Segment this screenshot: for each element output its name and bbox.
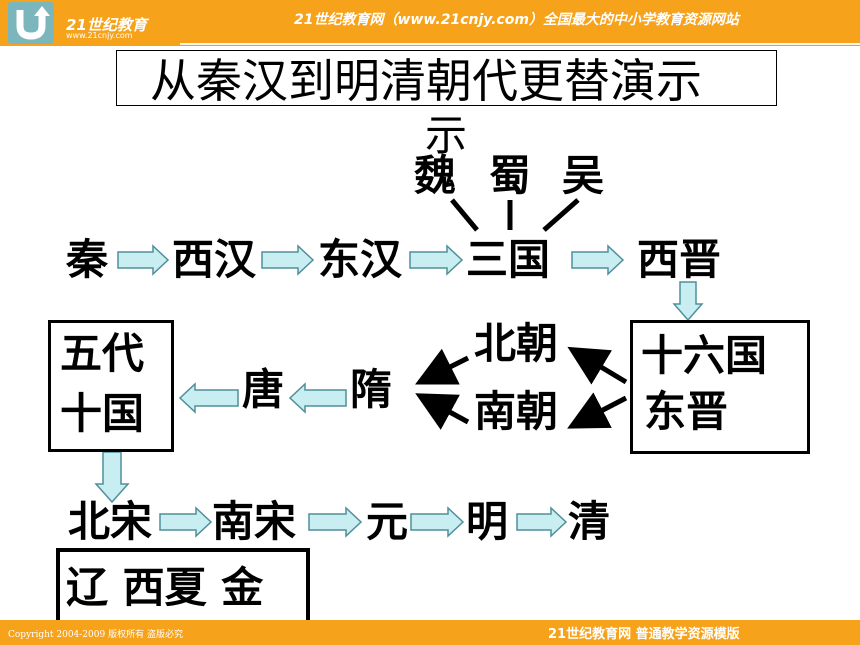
arrow-sui-tang [288, 382, 347, 414]
header-bar [0, 0, 860, 46]
arrow-dongjin-nanchao [567, 392, 628, 429]
node-sanguo: 三国 [466, 235, 551, 284]
node-beisong: 北宋 [68, 497, 153, 546]
arrow-wudai-beisong [94, 451, 130, 504]
node-liao-xixia-jin: 辽 西夏 金 [66, 563, 264, 612]
box-shiliuguo-dongjin [630, 320, 810, 454]
node-ming: 明 [466, 497, 509, 546]
footer-copyright: Copyright 2004-2009 版权所有 盗版必究 [8, 630, 183, 640]
node-wei: 魏 [414, 151, 457, 200]
node-shiguo: 十国 [60, 389, 145, 438]
node-nansong: 南宋 [212, 497, 297, 546]
connector-wei [450, 198, 479, 232]
node-qing: 清 [568, 497, 611, 546]
home-button[interactable] [8, 2, 54, 44]
header-tagline: 21世纪教育网（www.21cnjy.com）全国最大的中小学教育资源网站 [294, 12, 739, 28]
arrow-sanguo-xijin [571, 244, 625, 276]
connector-wu [542, 198, 580, 232]
node-dongjin: 东晋 [644, 387, 729, 436]
arrow-donghan-sanguo [409, 244, 464, 276]
arrow-xijin-shiliuguo [672, 281, 704, 322]
node-nanchao: 南朝 [474, 387, 559, 436]
arrow-yuan-ming [410, 506, 465, 538]
site-logo: 21世纪教育 [66, 16, 147, 34]
title-overflow: 示 [425, 111, 468, 160]
arrow-beichao-sui [415, 348, 470, 385]
arrow-ming-qing [516, 506, 568, 538]
node-tang: 唐 [242, 365, 285, 414]
node-qin: 秦 [66, 235, 109, 284]
node-xijin: 西晋 [637, 235, 722, 284]
arrow-xihan-donghan [261, 244, 315, 276]
node-wu: 吴 [562, 151, 605, 200]
page-title: 从秦汉到明清朝代更替演示 [150, 54, 702, 108]
node-shiliuguo: 十六国 [641, 331, 768, 380]
node-donghan: 东汉 [318, 235, 403, 284]
arrow-beisong-nansong [159, 506, 213, 538]
footer-bar [0, 620, 860, 645]
arrow-nansong-yuan [308, 506, 363, 538]
node-beichao: 北朝 [474, 319, 559, 368]
title-box [116, 50, 777, 106]
arrow-tang-wudai [178, 382, 239, 414]
node-xihan: 西汉 [172, 235, 257, 284]
node-sui: 隋 [350, 365, 393, 414]
arrow-shiliuguo-beichao [567, 346, 628, 385]
box-wudai-shiguo [48, 320, 174, 452]
box-liao-xixia-jin [56, 548, 310, 628]
node-wudai: 五代 [60, 329, 145, 378]
footer-brand: 21世纪教育网 普通教学资源模版 [548, 627, 740, 642]
site-logo-url: www.21cnjy.com [66, 31, 133, 40]
header-divider [180, 43, 860, 45]
node-yuan: 元 [366, 497, 409, 546]
arrow-nanchao-sui [415, 393, 470, 430]
arrow-qin-xihan [117, 244, 170, 276]
node-shu: 蜀 [489, 151, 532, 200]
u-turn-icon [16, 6, 50, 40]
